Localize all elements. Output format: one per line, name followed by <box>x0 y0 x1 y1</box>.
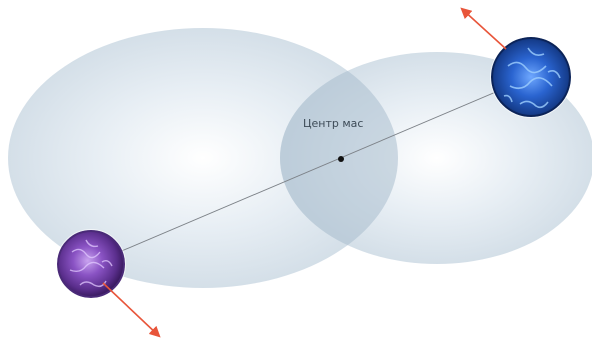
velocity-arrow-blue <box>460 7 507 50</box>
orbit-overlap-region <box>280 52 398 264</box>
blue-star <box>490 36 572 118</box>
orbit-ellipse-large <box>8 28 398 288</box>
purple-star <box>56 229 126 299</box>
velocity-arrow-purple <box>102 282 161 338</box>
barycenter-label: Центр мас <box>303 117 363 130</box>
barycenter-dot <box>338 156 344 162</box>
connector-line <box>90 76 532 265</box>
